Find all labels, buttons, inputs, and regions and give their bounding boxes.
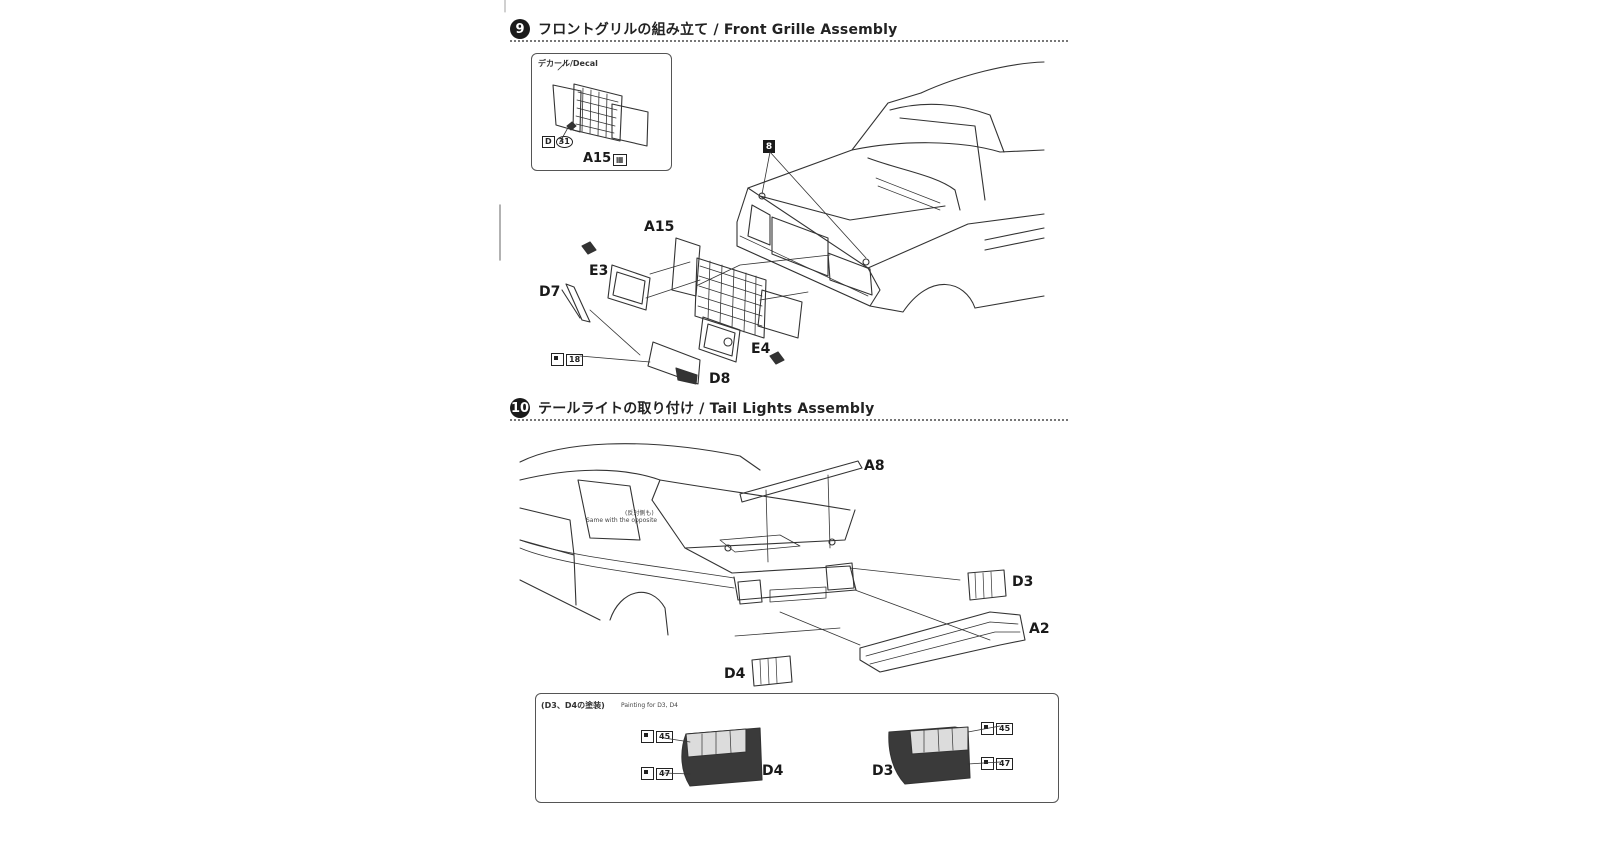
decal-part-label: A15 [583,151,612,166]
step-10-header: 10 テールライトの取り付け / Tail Lights Assembly [510,398,874,418]
tail-parts-drawing [734,460,1026,687]
part-label-e3: E3 [589,263,609,279]
decal-sheet-icon: ▦ [613,154,627,166]
decal-grille-drawing [552,59,649,147]
step-title: フロントグリルの組み立て / Front Grille Assembly [538,22,898,38]
paint-callout-d7-d8: 18 [551,353,584,366]
car-rear-drawing [519,443,857,636]
paint-code: 45 [656,730,674,743]
part-label-d3: D3 [1012,574,1034,590]
decal-number-badge: D 31 [542,136,573,148]
paint-code: 18 [566,353,584,366]
opposite-side-note-jp: (反対側も) [625,510,654,517]
painting-inset-box [535,693,1059,803]
paint-callout-d4-upper: 45 [641,730,674,743]
part-label-d7: D7 [539,284,561,300]
step-number: 10 [510,398,530,418]
part-label-d8: D8 [709,371,731,387]
paint-callout-d3-lower: 47 [981,757,1014,770]
decal-number-tag: 8 [763,140,775,153]
step-number: 9 [510,19,530,39]
paint-icon [551,353,564,366]
decal-inset-box [531,53,672,171]
part-label-d4: D4 [724,666,746,682]
part-label-a15: A15 [644,219,675,235]
decal-label: デカール/Decal [538,59,598,68]
painting-title-en: Painting for D3, D4 [621,702,678,709]
part-label-a2: A2 [1029,621,1050,637]
decal-code-right: 31 [555,136,573,148]
step-title: テールライトの取り付け / Tail Lights Assembly [538,401,875,417]
grille-parts-drawing [561,237,831,385]
car-front-drawing [736,61,1045,313]
paint-icon [641,730,654,743]
step-divider [510,419,1068,421]
painting-label-d4: D4 [762,763,784,779]
paint-code: 45 [996,722,1014,735]
painting-lens-drawings [663,725,1001,787]
step-divider [510,40,1068,42]
painting-title-jp: (D3、D4の塗装) [541,701,605,710]
opposite-side-note-en: Same with the opposite [586,517,658,524]
part-label-a8: A8 [864,458,885,474]
paint-icon [641,767,654,780]
step-9-header: 9 フロントグリルの組み立て / Front Grille Assembly [510,19,897,39]
paint-callout-d3-upper: 45 [981,722,1014,735]
decal-code-left: D [542,136,555,148]
part-label-e4: E4 [751,341,771,357]
paint-code: 47 [996,757,1014,770]
painting-label-d3: D3 [872,763,894,779]
